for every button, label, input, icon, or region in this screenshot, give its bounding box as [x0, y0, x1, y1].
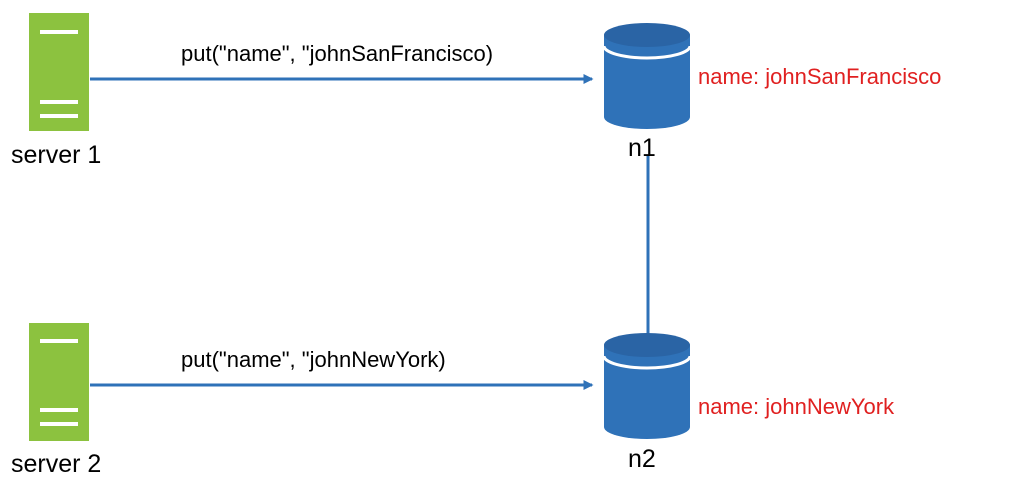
server-1-label: server 1 [11, 141, 102, 169]
node-n1-value: name: johnSanFrancisco [698, 64, 942, 89]
database-icon [602, 23, 692, 129]
server-icon [29, 323, 89, 441]
node-n1-label: n1 [628, 134, 656, 162]
server-2-label: server 2 [11, 450, 102, 478]
request-label-server1: put("name", "johnSanFrancisco) [181, 41, 494, 66]
node-n2-value: name: johnNewYork [698, 394, 895, 419]
request-label-server2: put("name", "johnNewYork) [181, 347, 446, 372]
server-icon [29, 13, 89, 131]
database-icon [602, 333, 692, 439]
node-n2-label: n2 [628, 445, 656, 473]
